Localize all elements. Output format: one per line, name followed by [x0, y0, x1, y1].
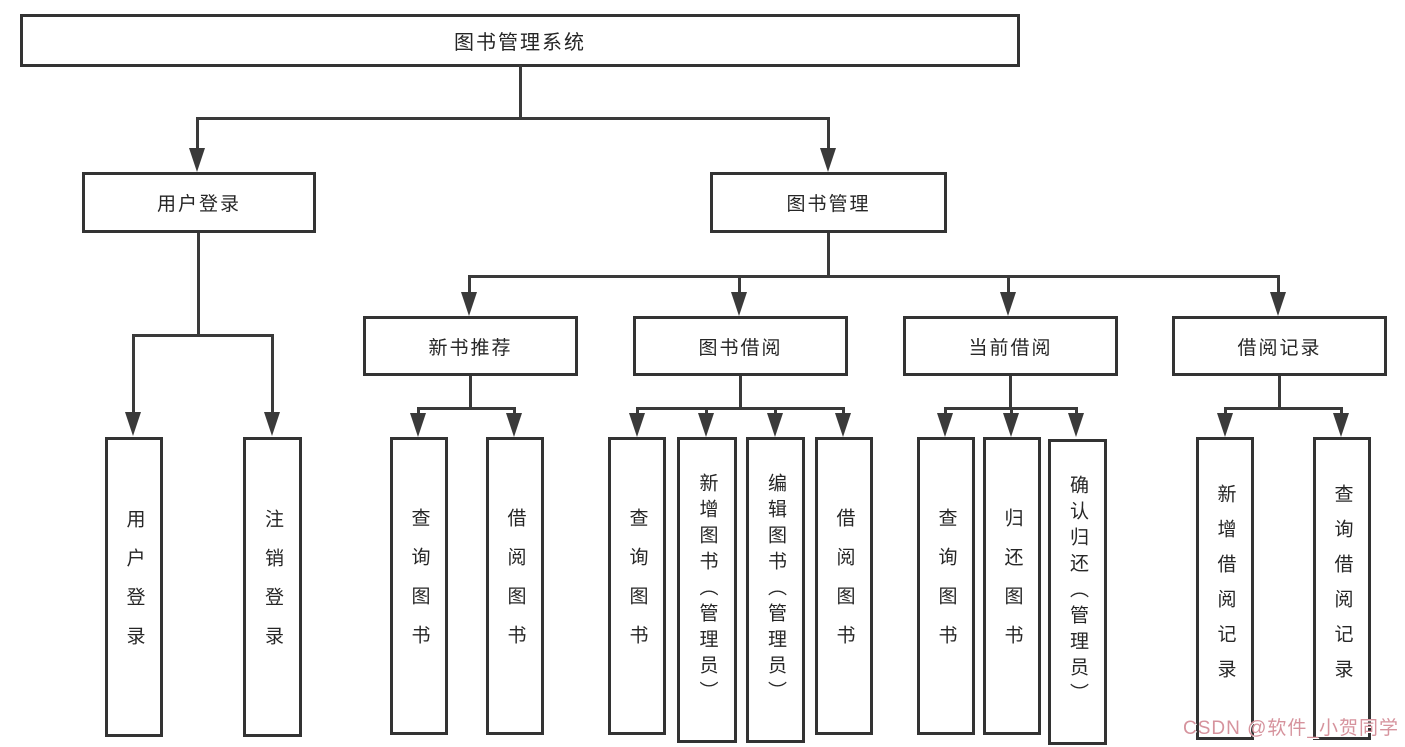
node-label: 图书管理系统 [454, 32, 586, 54]
connector-line [1010, 407, 1013, 415]
csdn-watermark: CSDN @软件_小贺同学 [1183, 718, 1399, 739]
node-label: 借阅图书 [833, 508, 855, 664]
arrow-down-icon [767, 413, 783, 437]
node-label: 新增图书（管理员） [696, 473, 718, 707]
arrow-down-icon [629, 413, 645, 437]
node-label: 编辑图书（管理员） [765, 473, 786, 707]
arrow-down-icon [937, 413, 953, 437]
node-label: 借阅记录 [1237, 337, 1322, 359]
node-root-library-system: 图书管理系统 [20, 14, 1020, 67]
node-new-book-recommend: 新书推荐 [363, 316, 578, 376]
node-label: 查询图书 [935, 508, 957, 664]
arrow-down-icon [189, 148, 205, 172]
node-borrowing-records: 借阅记录 [1172, 316, 1387, 376]
node-book-borrowing: 图书借阅 [633, 316, 848, 376]
connector-line [827, 117, 830, 151]
arrow-down-icon [835, 413, 851, 437]
arrow-down-icon [1270, 292, 1286, 316]
node-label: 归还图书 [1001, 508, 1023, 664]
connector-line [705, 407, 708, 415]
node-leaf-borrow-books-newbook: 借阅图书 [486, 437, 544, 735]
connector-line [197, 233, 200, 336]
node-leaf-user-login: 用户登录 [105, 437, 163, 737]
arrow-down-icon [125, 412, 141, 436]
node-leaf-query-books-newbook: 查询图书 [390, 437, 448, 735]
arrow-down-icon [1000, 292, 1016, 316]
arrow-down-icon [1003, 413, 1019, 437]
node-leaf-add-borrow-record: 新增借阅记录 [1196, 437, 1254, 740]
arrow-down-icon [731, 292, 747, 316]
arrow-down-icon [506, 413, 522, 437]
node-label: 当前借阅 [968, 337, 1053, 359]
arrow-down-icon [1068, 413, 1084, 437]
node-label: 新增借阅记录 [1214, 483, 1236, 694]
connector-line [1224, 407, 1227, 415]
connector-line [132, 334, 135, 414]
node-label: 注销登录 [262, 509, 283, 665]
connector-line [196, 117, 199, 151]
node-label: 图书借阅 [698, 337, 783, 359]
connector-line [417, 407, 420, 415]
connector-line [1009, 376, 1012, 410]
connector-line [842, 407, 845, 415]
connector-line [1278, 376, 1281, 410]
node-book-management: 图书管理 [710, 172, 947, 233]
node-leaf-query-books-borrowing: 查询图书 [608, 437, 666, 735]
node-leaf-add-books-admin: 新增图书（管理员） [677, 437, 737, 743]
node-label: 用户登录 [123, 509, 145, 665]
connector-line [944, 407, 947, 415]
node-leaf-return-books: 归还图书 [983, 437, 1041, 735]
connector-line [468, 275, 471, 294]
node-leaf-logout: 注销登录 [243, 437, 302, 737]
connector-line [468, 275, 1280, 278]
connector-line [1277, 275, 1280, 294]
node-label: 新书推荐 [428, 337, 513, 359]
arrow-down-icon [698, 413, 714, 437]
node-user-login: 用户登录 [82, 172, 316, 233]
connector-line [519, 65, 522, 120]
connector-line [196, 117, 830, 120]
connector-line [827, 233, 830, 278]
connector-line [1007, 275, 1010, 294]
connector-line [1224, 407, 1342, 410]
connector-line [738, 275, 741, 294]
arrow-down-icon [461, 292, 477, 316]
arrow-down-icon [1333, 413, 1349, 437]
connector-line [417, 407, 516, 410]
node-label: 用户登录 [156, 194, 241, 215]
connector-line [513, 407, 516, 415]
connector-line [636, 407, 639, 415]
arrow-down-icon [264, 412, 280, 436]
node-current-borrowing: 当前借阅 [903, 316, 1118, 376]
arrow-down-icon [1217, 413, 1233, 437]
connector-line [739, 376, 742, 410]
connector-line [774, 407, 777, 415]
connector-line [271, 334, 274, 414]
connector-line [469, 376, 472, 410]
node-label: 查询图书 [626, 508, 648, 664]
node-label: 图书管理 [786, 194, 871, 215]
node-leaf-query-borrow-record: 查询借阅记录 [1313, 437, 1371, 740]
node-label: 确认归还（管理员） [1067, 475, 1088, 709]
connector-line [1340, 407, 1343, 415]
node-leaf-borrow-books-borrowing: 借阅图书 [815, 437, 873, 735]
node-leaf-confirm-return-admin: 确认归还（管理员） [1048, 439, 1107, 745]
node-leaf-edit-books-admin: 编辑图书（管理员） [746, 437, 805, 743]
arrow-down-icon [410, 413, 426, 437]
node-label: 查询图书 [408, 508, 430, 664]
node-label: 查询借阅记录 [1331, 483, 1353, 694]
arrow-down-icon [820, 148, 836, 172]
node-leaf-query-books-current: 查询图书 [917, 437, 975, 735]
connector-line [1075, 407, 1078, 415]
connector-line [636, 407, 845, 410]
connector-line [132, 334, 274, 337]
node-label: 借阅图书 [504, 508, 526, 664]
